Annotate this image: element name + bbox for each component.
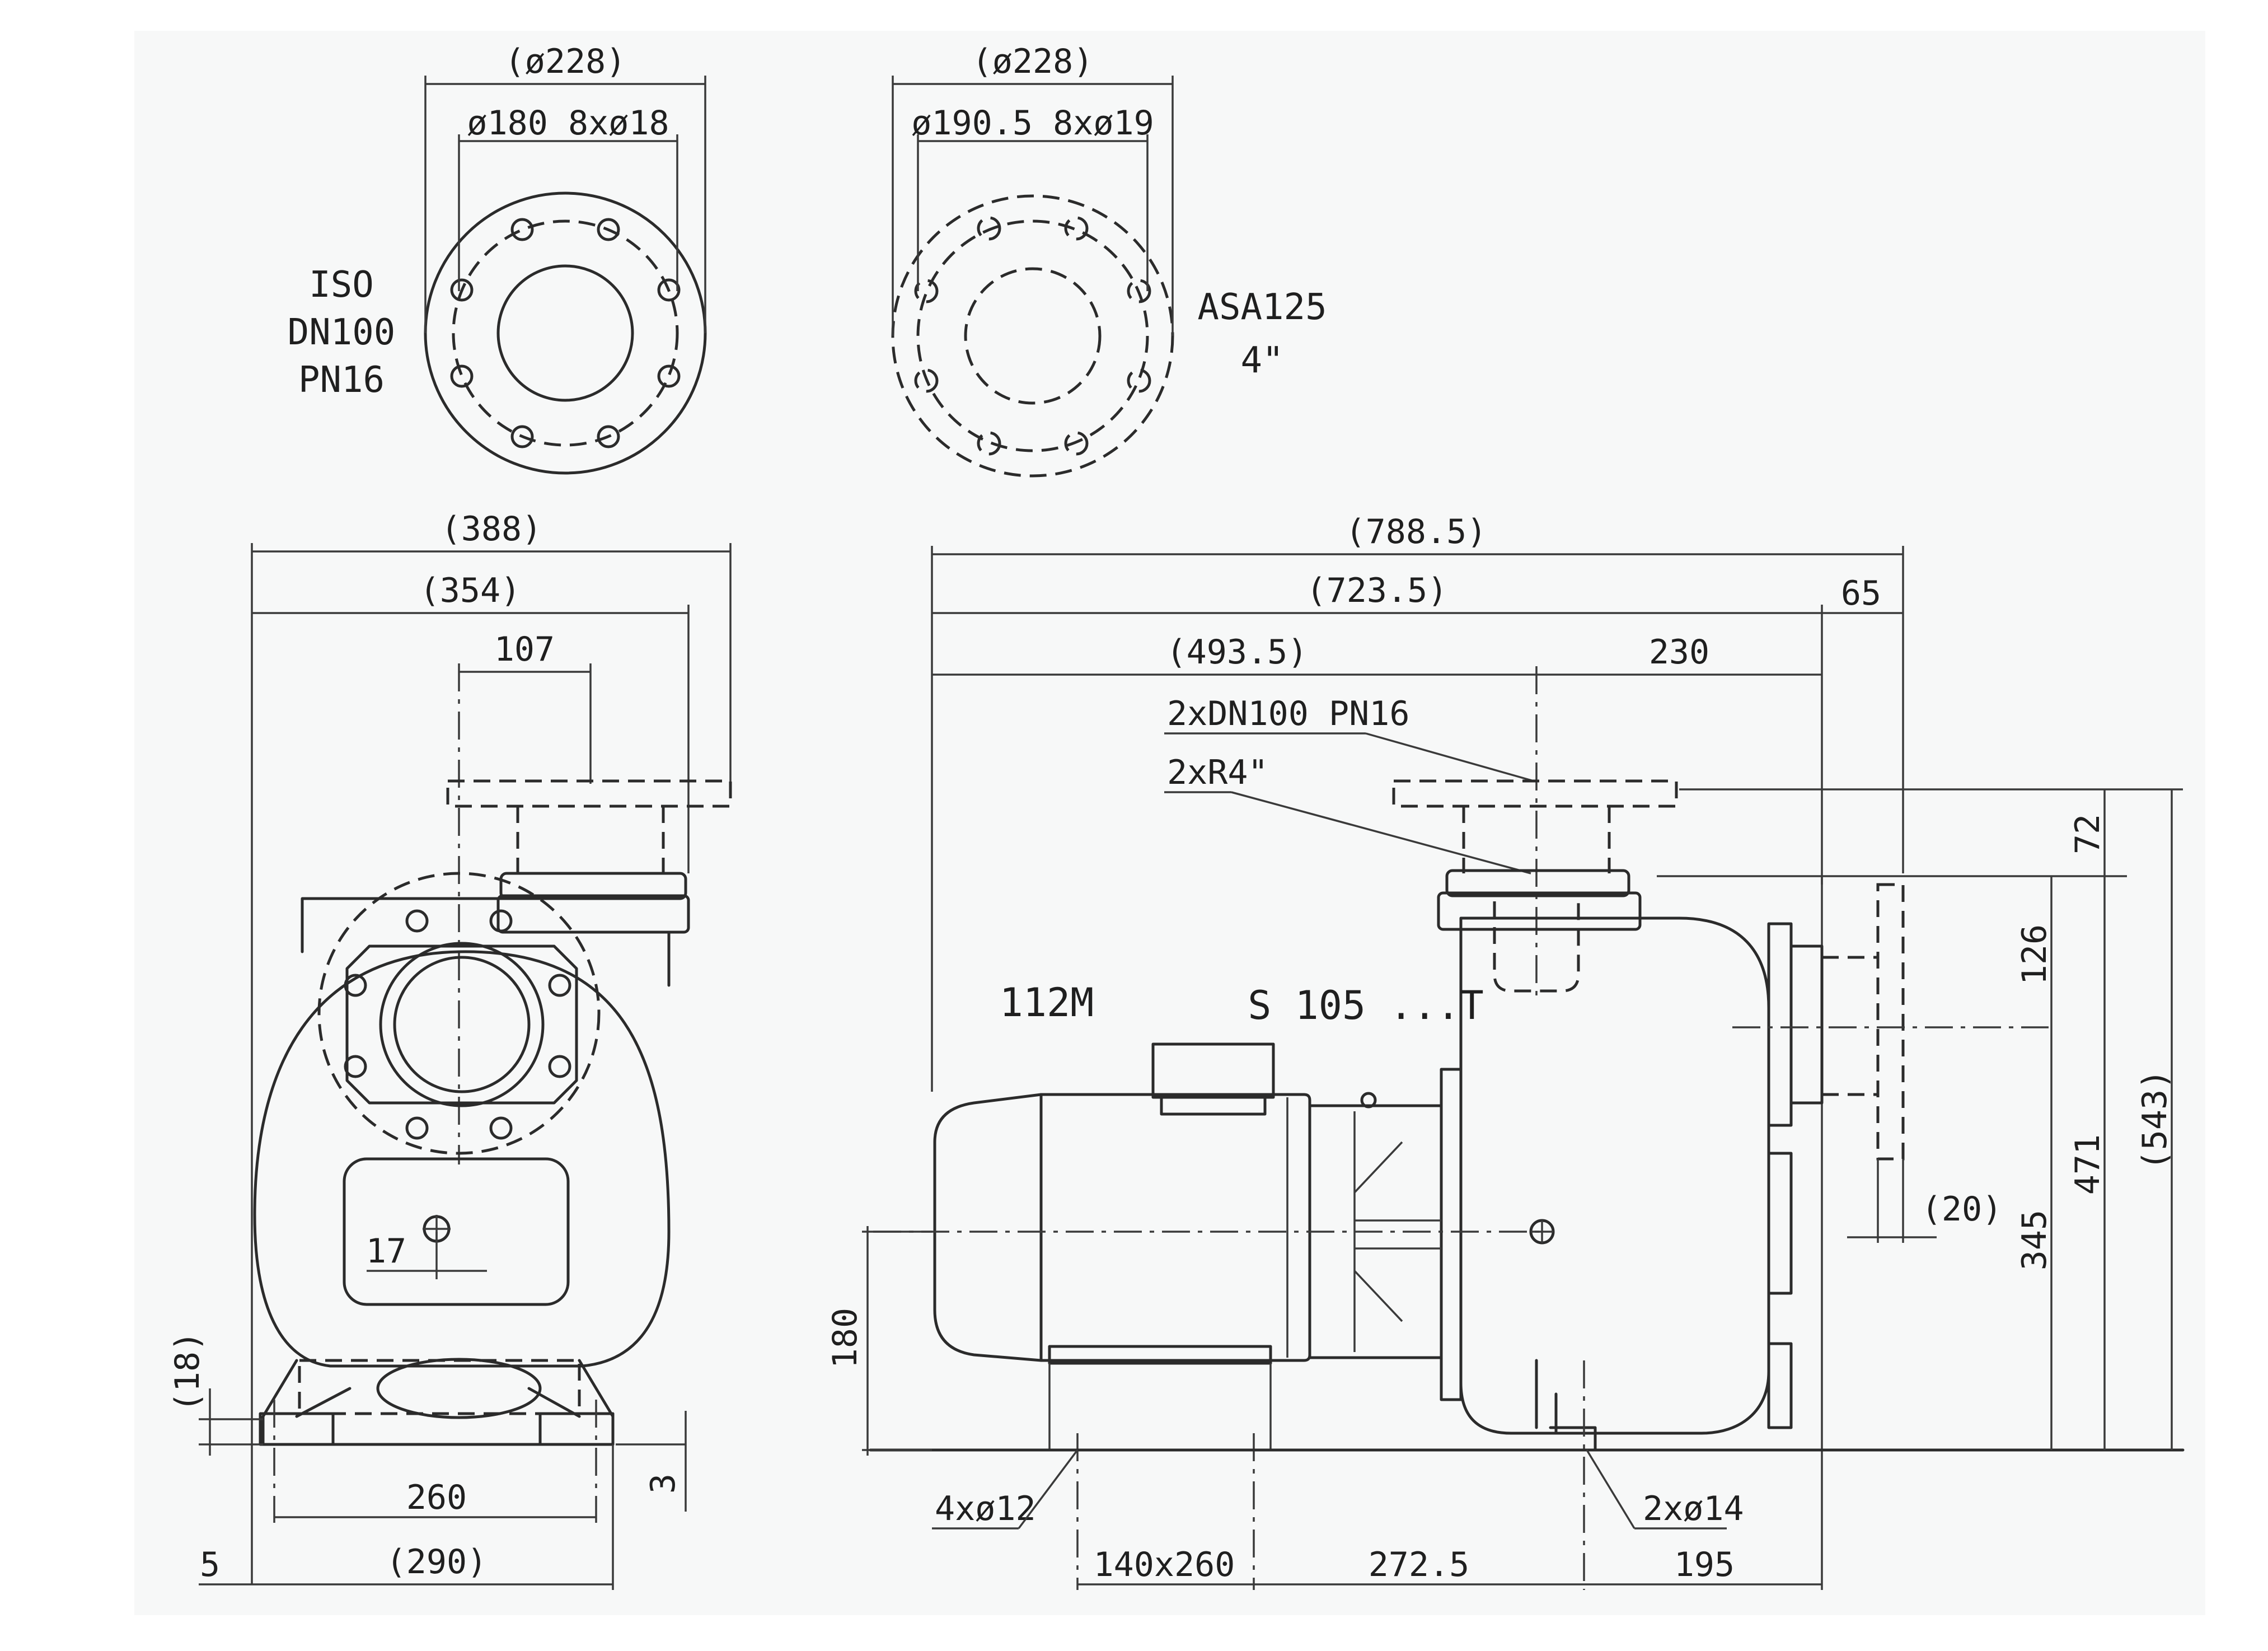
flange-iso-outer-dia-label: (ø228) xyxy=(505,42,626,81)
front-base-foot xyxy=(261,1359,615,1446)
front-outlet-offset-label: 107 xyxy=(494,630,555,669)
side-shaft-height-label: 180 xyxy=(826,1308,865,1368)
side-outlet-to-end-label: 230 xyxy=(1649,633,1709,672)
side-height-471-label: 471 xyxy=(2068,1134,2107,1195)
flange-asa-view: (ø228) ø190.5 8xø19 ASA125 4" xyxy=(891,42,1327,478)
flange-iso-standard-label: ISO xyxy=(309,264,374,306)
drawing-sheet xyxy=(134,31,2205,1615)
side-outlet-note-r4: 2xR4" xyxy=(1167,753,1268,792)
side-length-main-label: (723.5) xyxy=(1306,571,1448,610)
side-pump-casing xyxy=(1459,916,1770,1435)
front-base-thickness-label: 3 xyxy=(644,1474,683,1494)
side-motor-body xyxy=(933,1093,1311,1362)
flange-iso-bore xyxy=(496,264,634,402)
front-width-flange-label: (354) xyxy=(420,571,521,610)
flange-asa-size-label: 4" xyxy=(1240,340,1283,381)
front-foot-height-label: (18) xyxy=(168,1331,207,1413)
front-base-width-label: (290) xyxy=(386,1542,488,1582)
flange-iso-bolt-circle xyxy=(452,219,679,447)
side-offset-20-label: (20) xyxy=(1922,1190,2003,1229)
flange-asa-outer-dia-label: (ø228) xyxy=(972,42,1094,81)
front-outlet-flange xyxy=(446,779,732,808)
flange-asa-bolt-circle xyxy=(916,219,1149,452)
side-height-overall-label: (543) xyxy=(2135,1069,2175,1171)
side-motor-foot xyxy=(1048,1345,1272,1365)
flange-asa-bolt-holes xyxy=(914,216,1151,456)
flange-iso-bolt-spec-label: ø180 8xø18 xyxy=(467,104,669,143)
side-model-label: S 105 ...T xyxy=(1248,983,1483,1028)
flange-iso-bolt-holes xyxy=(450,218,681,448)
front-inlet-flange xyxy=(317,872,601,1155)
front-inlet-bolt-holes xyxy=(344,909,571,1140)
front-inlet-port-inner xyxy=(393,956,531,1093)
front-edge-offset-label: 5 xyxy=(200,1545,220,1584)
pump-front-view: (388) (354) 107 17 xyxy=(168,509,732,1590)
flange-iso-size-label: DN100 xyxy=(288,312,396,353)
side-outlet-position-label: (493.5) xyxy=(1166,633,1308,672)
flange-iso-view: (ø228) ø180 8xø18 ISO DN100 PN16 xyxy=(288,42,707,475)
side-length-overall-label: (788.5) xyxy=(1346,512,1487,551)
side-motor-terminal-box xyxy=(1151,1042,1275,1099)
front-drain-cover xyxy=(343,1157,570,1306)
flange-asa-bore xyxy=(964,267,1102,405)
side-height-126-label: 126 xyxy=(2015,924,2054,985)
side-motor-frame-label: 112M xyxy=(1000,980,1094,1026)
front-inlet-port-outer xyxy=(379,942,545,1107)
front-base-opening xyxy=(376,1358,542,1419)
side-foot-spacing-label: 272.5 xyxy=(1369,1545,1470,1584)
side-inlet-flange-dashed xyxy=(1876,883,1905,1161)
side-motor-foot-label: 140x260 xyxy=(1094,1545,1235,1584)
side-end-length-label: 195 xyxy=(1674,1545,1735,1584)
flange-asa-standard-label: ASA125 xyxy=(1197,287,1327,328)
side-outlet-note-dn100: 2xDN100 PN16 xyxy=(1167,694,1409,733)
side-motor-holes-label: 4xø12 xyxy=(935,1489,1036,1528)
flange-asa-bolt-spec-label: ø190.5 8xø19 xyxy=(911,104,1154,143)
side-outlet-collar xyxy=(1445,869,1630,897)
flange-iso-pressure-label: PN16 xyxy=(298,359,385,401)
side-height-345-label: 345 xyxy=(2015,1210,2054,1270)
front-hole-spacing-label: 260 xyxy=(406,1478,467,1517)
side-length-right-label: 65 xyxy=(1841,574,1881,613)
front-width-overall-label: (388) xyxy=(441,509,542,549)
side-outlet-flange xyxy=(1392,779,1678,808)
front-drain-offset-label: 17 xyxy=(366,1232,406,1271)
side-height-flange-label: 72 xyxy=(2068,814,2107,854)
side-pump-holes-label: 2xø14 xyxy=(1643,1489,1744,1528)
pump-side-view: (788.5) (723.5) 65 (493.5) 230 2xDN100 P… xyxy=(826,512,2185,1590)
